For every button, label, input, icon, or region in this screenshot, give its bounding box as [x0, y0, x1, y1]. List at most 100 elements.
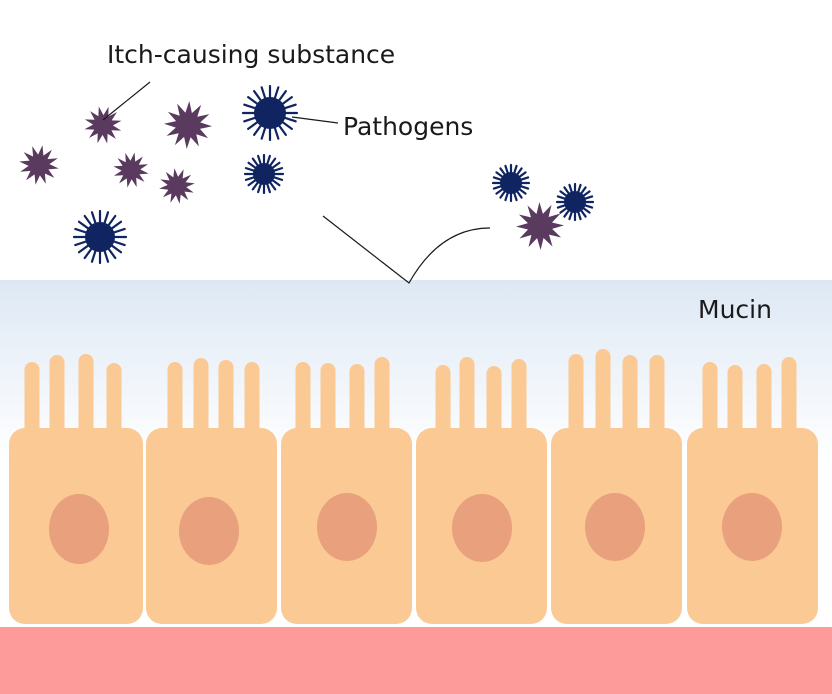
virus-spike — [247, 96, 259, 105]
cilium — [167, 362, 183, 448]
cilium — [349, 364, 365, 448]
virus-spike — [247, 179, 257, 187]
virus-spike — [499, 167, 506, 176]
virus-spike — [577, 211, 582, 221]
virus-spike — [516, 190, 523, 199]
virus-spike — [504, 164, 509, 174]
virus-spike — [584, 195, 594, 200]
cilium — [374, 357, 390, 448]
itch-substance-label: Itch-causing substance — [107, 40, 395, 69]
virus-spike — [243, 103, 256, 110]
virus-spike — [513, 164, 518, 174]
spiky-star-icon — [19, 145, 59, 185]
virus-spike — [582, 207, 591, 214]
virus-spike — [584, 204, 594, 209]
cilium — [24, 362, 40, 448]
cilium — [295, 362, 311, 448]
virus-spike — [504, 192, 509, 202]
epithelial-cell — [9, 354, 143, 624]
virus-spike — [90, 250, 97, 263]
spiky-star-icon — [113, 152, 149, 188]
virus-spike — [269, 181, 277, 191]
virus-spike — [559, 190, 568, 197]
virus-spike — [260, 86, 267, 99]
cilium — [435, 365, 451, 448]
nucleus — [179, 497, 239, 565]
epithelial-cell — [416, 357, 547, 624]
virus-spike — [284, 116, 297, 123]
virus-spike — [278, 90, 287, 102]
virus-spike — [103, 211, 110, 224]
virus-spike — [568, 211, 573, 221]
virus-spike — [113, 227, 126, 234]
virus-spike — [247, 161, 257, 169]
cilium — [727, 365, 743, 448]
particles — [19, 84, 595, 265]
virus-spike — [580, 209, 587, 218]
virus-spike — [582, 190, 591, 197]
virus-body — [564, 191, 586, 213]
epithelial-cell — [687, 357, 818, 624]
virus-spike — [111, 244, 123, 254]
virus-spike — [83, 248, 93, 260]
virus-body — [500, 172, 522, 194]
virus-spike — [253, 124, 262, 136]
cilium — [459, 357, 475, 448]
nucleus — [317, 493, 377, 561]
cilium — [193, 358, 209, 448]
cilium — [622, 355, 638, 448]
spiky-star-icon — [84, 106, 122, 144]
pathogens-label: Pathogens — [343, 112, 473, 141]
virus-spike — [492, 176, 502, 181]
virus-spike — [251, 157, 259, 167]
virus-spike — [518, 188, 527, 195]
cilium — [649, 355, 665, 448]
virus-spike — [271, 161, 281, 169]
virus-spike — [266, 154, 271, 165]
spiked-virus-icon — [491, 163, 531, 203]
cilium — [218, 360, 234, 448]
spiked-virus-icon — [72, 209, 128, 265]
virus-spike — [103, 250, 110, 263]
virus-spike — [492, 185, 502, 190]
cilium — [106, 363, 122, 448]
spiked-virus-icon — [555, 182, 595, 222]
epithelial-cells — [9, 349, 818, 624]
virus-spike — [499, 190, 506, 199]
cilium — [702, 362, 718, 448]
virus-spike — [244, 176, 255, 181]
itch-leader-line — [102, 81, 151, 121]
virus-spike — [269, 157, 277, 167]
virus-spike — [281, 121, 293, 130]
spiked-virus-icon — [243, 153, 285, 195]
virus-spike — [559, 207, 568, 214]
cilium — [49, 355, 65, 448]
virus-spike — [107, 214, 117, 226]
virus-spike — [520, 176, 530, 181]
virus-spike — [77, 220, 89, 230]
spiky-star-icon — [159, 168, 195, 204]
virus-spike — [556, 204, 566, 209]
virus-spike — [111, 220, 123, 230]
virus-spike — [260, 127, 267, 140]
virus-spike — [244, 167, 255, 172]
pathogens-leader-line — [291, 116, 339, 124]
virus-spike — [74, 240, 87, 247]
mucin-label: Mucin — [698, 295, 772, 324]
virus-spike — [257, 183, 262, 194]
virus-spike — [563, 209, 570, 218]
virus-spike — [273, 167, 284, 172]
cilium — [320, 363, 336, 448]
virus-spike — [247, 121, 259, 130]
virus-spike — [568, 183, 573, 193]
nucleus — [722, 493, 782, 561]
virus-spike — [556, 195, 566, 200]
virus-spike — [90, 211, 97, 224]
cilium — [244, 362, 260, 448]
mucin-pointer-line — [322, 215, 491, 284]
virus-spike — [107, 248, 117, 260]
virus-spike — [74, 227, 87, 234]
mucin-layer — [0, 280, 832, 460]
